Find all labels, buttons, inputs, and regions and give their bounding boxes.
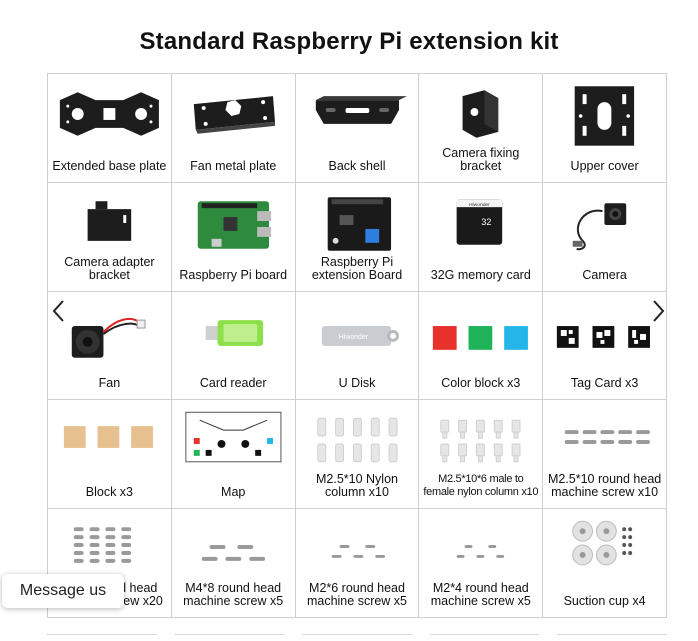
item-label: Block x3 [85, 485, 134, 500]
back-shell-image [315, 96, 407, 124]
u-disk-image: Hiwonder [321, 325, 399, 346]
kit-item-raspberry-pi-extension-board[interactable]: Raspberry Pi extension Board [295, 182, 420, 292]
kit-contents-grid: Extended base plate Fan metal plate Back… [47, 73, 667, 618]
item-label: Raspberry Pi extension Board [311, 254, 403, 282]
camera-fixing-bracket-image [462, 90, 499, 138]
card-brand-text: Hiwonder [469, 202, 490, 208]
kit-item-m2-6-round-head-screw[interactable]: M2*6 round head machine screw x5 [295, 509, 420, 618]
kit-item-memory-card[interactable]: Hiwonder 32 32G memory card [419, 182, 544, 292]
suction-cups-image [572, 520, 633, 566]
item-label: M2.5*10 round head machine screw x10 [547, 472, 662, 500]
kit-item-m4-8-round-head-screw[interactable]: M4*8 round head machine screw x5 [171, 509, 296, 618]
camera-adapter-bracket-image [87, 201, 132, 241]
kit-item-fan-metal-plate[interactable]: Fan metal plate [171, 74, 296, 183]
u-disk-brand-text: Hiwonder [338, 334, 368, 341]
wood-blocks-image [63, 426, 153, 449]
memory-card-image: Hiwonder 32 [457, 199, 503, 245]
camera-image [572, 202, 627, 251]
item-label: M2.5*10 Nylon column x10 [315, 472, 398, 500]
kit-item-camera-adapter-bracket[interactable]: Camera adapter bracket [48, 182, 172, 292]
upper-cover-image [574, 86, 635, 146]
item-label: Camera fixing bracket [442, 145, 520, 173]
kit-item-block[interactable]: Block x3 [48, 400, 172, 510]
male-female-columns-image [440, 420, 521, 463]
kit-item-camera[interactable]: Camera [543, 182, 667, 292]
item-label: M2*6 round head machine screw x5 [306, 581, 408, 608]
kit-item-back-shell[interactable]: Back shell [295, 74, 420, 183]
item-label: Suction cup x4 [563, 594, 646, 608]
m2-6-screws-image [331, 545, 385, 559]
kit-item-male-female-nylon-column[interactable]: M2.5*10*6 male to female nylon column x1… [419, 400, 544, 510]
kit-item-m25-round-head-screw[interactable]: M2.5*10 round head machine screw x10 [543, 400, 667, 510]
card-size-text: 32 [482, 217, 492, 227]
m25-screws-image [564, 430, 651, 445]
kit-item-color-block[interactable]: Color block x3 [419, 291, 544, 401]
chevron-right-icon[interactable] [648, 298, 668, 324]
raspberry-pi-board-image [197, 201, 271, 249]
kit-item-raspberry-pi-board[interactable]: Raspberry Pi board [171, 182, 296, 292]
item-label: Camera adapter bracket [64, 254, 155, 282]
item-label: Card reader [199, 376, 267, 391]
item-label: Tag Card x3 [570, 376, 639, 391]
tag-cards-image [557, 325, 651, 348]
item-label: M2.5*10*6 male to female nylon column x1… [423, 473, 539, 499]
next-section-edge [47, 634, 667, 641]
kit-item-u-disk[interactable]: Hiwonder U Disk [295, 291, 420, 401]
kit-item-suction-cup[interactable]: Suction cup x4 [543, 509, 667, 618]
item-label: Back shell [328, 158, 386, 173]
color-blocks-image [433, 325, 529, 350]
fan-metal-plate-image [193, 96, 275, 134]
item-label: Map [221, 485, 246, 500]
item-label: Fan [98, 376, 121, 391]
item-label: M2*4 round head machine screw x5 [430, 581, 531, 608]
kit-item-nylon-column[interactable]: M2.5*10 Nylon column x10 [295, 400, 420, 510]
kit-item-upper-cover[interactable]: Upper cover [543, 74, 667, 183]
kit-item-tag-card[interactable]: Tag Card x3 [543, 291, 667, 401]
page-title: Standard Raspberry Pi extension kit [139, 28, 559, 55]
item-label: U Disk [338, 376, 376, 391]
extended-base-plate-image [59, 92, 159, 136]
item-label: Camera [582, 267, 627, 282]
nylon-columns-image [316, 418, 398, 463]
item-label: Fan metal plate [190, 158, 277, 173]
message-us-button[interactable]: Message us [2, 574, 124, 608]
kit-item-fan[interactable]: Fan [48, 291, 172, 401]
kit-item-camera-fixing-bracket[interactable]: Camera fixing bracket [419, 74, 544, 183]
m4-6-screws-image [73, 527, 132, 564]
map-image [185, 412, 282, 463]
extension-board-image [327, 197, 391, 251]
item-label: Color block x3 [441, 376, 521, 391]
item-label: Extended base plate [52, 158, 167, 173]
item-label: 32G memory card [430, 267, 531, 282]
m2-4-screws-image [457, 545, 505, 559]
kit-item-map[interactable]: Map [171, 400, 296, 510]
chevron-left-icon[interactable] [49, 298, 69, 324]
card-reader-image [205, 319, 263, 346]
m4-8-screws-image [201, 545, 265, 562]
kit-item-card-reader[interactable]: Card reader [171, 291, 296, 401]
item-label: Upper cover [570, 158, 639, 173]
fan-image [71, 317, 146, 358]
item-label: Raspberry Pi board [179, 267, 288, 282]
kit-item-extended-base-plate[interactable]: Extended base plate [48, 74, 172, 183]
kit-item-m2-4-round-head-screw[interactable]: M2*4 round head machine screw x5 [419, 509, 544, 618]
item-label: M4*8 round head machine screw x5 [183, 581, 284, 608]
